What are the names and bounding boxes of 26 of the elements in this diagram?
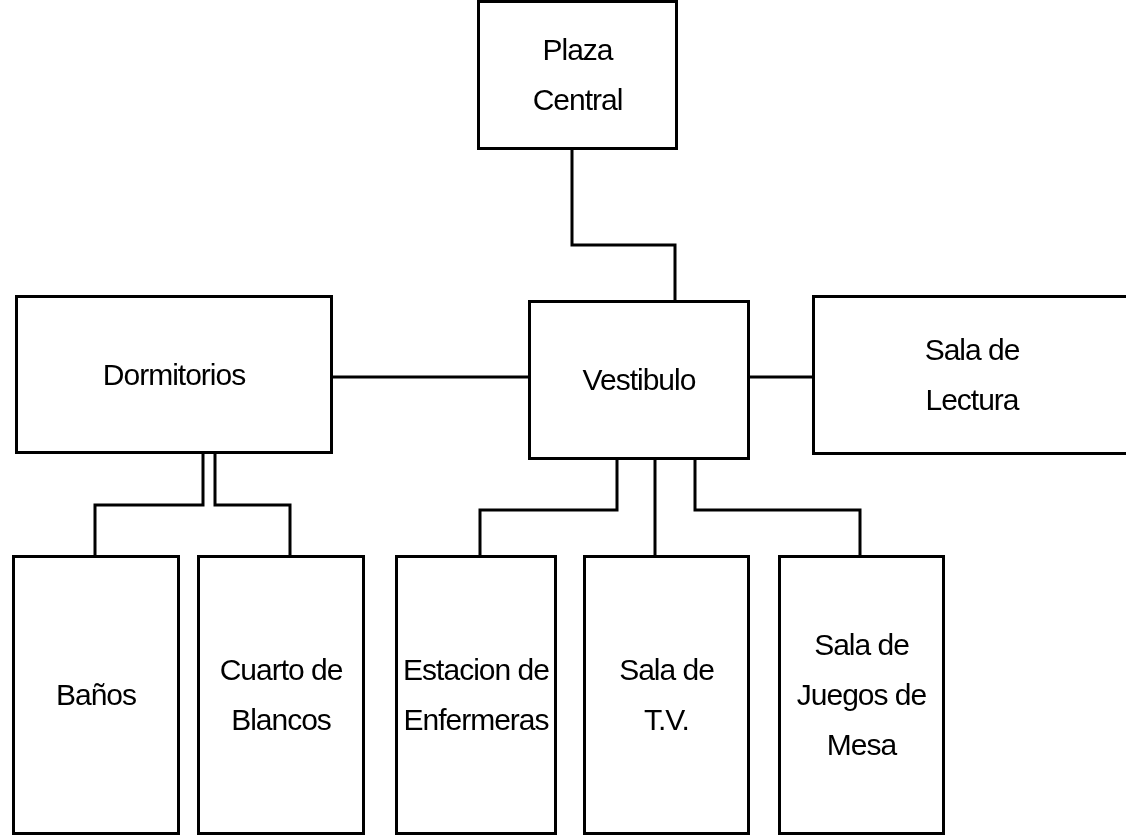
connector-line [333, 375, 528, 379]
room-box [812, 295, 1126, 455]
room-label: Sala de Juegos de Mesa [796, 627, 927, 763]
connector-line [93, 454, 205, 555]
room-label: Vestibulo [582, 362, 696, 398]
room-box [477, 0, 678, 150]
room-label: Cuarto de Blancos [218, 652, 344, 738]
room-box [197, 555, 365, 835]
room-label: Sala de T.V. [618, 652, 715, 738]
connector-line [213, 454, 292, 555]
room-box [395, 555, 557, 835]
room-label: Sala de Lectura [923, 332, 1021, 418]
room-label: Baños [55, 677, 137, 713]
room-box [12, 555, 180, 835]
connector-line [478, 460, 619, 555]
room-label: Dormitorios [102, 356, 246, 393]
room-label: Estacion de Enfermeras [402, 652, 550, 738]
room-box [778, 555, 945, 835]
connector-line [750, 375, 812, 379]
room-box [15, 295, 333, 454]
connector-line [653, 460, 657, 555]
room-box [583, 555, 750, 835]
connector-line [570, 150, 677, 300]
connector-line [693, 460, 862, 555]
room-label: Plaza Central [531, 32, 624, 118]
room-box [528, 300, 750, 460]
